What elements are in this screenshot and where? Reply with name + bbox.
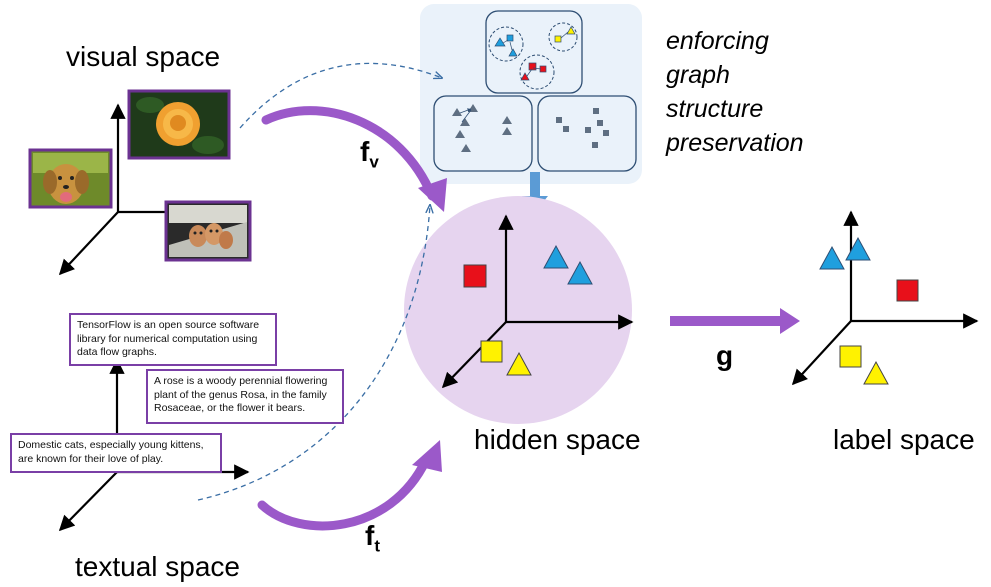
textbox-rose: A rose is a woody perennial flowering pl…	[146, 369, 344, 424]
note-preservation: preservation	[666, 129, 804, 157]
graph-cluster-red	[519, 54, 555, 90]
dashed-arrow-textual	[197, 205, 430, 501]
rose-photo-icon	[127, 89, 231, 160]
note-structure: structure	[666, 95, 764, 123]
hidden-red-square	[463, 264, 487, 288]
visual-space-label: visual space	[66, 41, 221, 72]
graph-right-squares	[556, 108, 609, 148]
label-blue-triangle-1	[819, 245, 845, 270]
label-axes	[791, 210, 979, 386]
ft-label: ft	[365, 520, 380, 556]
textbox-cats: Domestic cats, especially young kittens,…	[10, 433, 222, 473]
label-yellow-triangle	[863, 360, 889, 385]
hidden-yellow-square	[480, 340, 503, 363]
hidden-space-circle	[404, 196, 632, 424]
note-graph: graph	[666, 61, 730, 89]
textbox-tensorflow: TensorFlow is an open source software li…	[69, 313, 277, 366]
graph-structure-panel	[420, 4, 642, 184]
label-red-square	[896, 279, 919, 302]
fv-arrow-head	[418, 178, 447, 212]
ft-arrow-head	[412, 440, 442, 472]
ft-arrow	[257, 455, 431, 531]
hidden-yellow-triangle	[506, 351, 532, 376]
graph-cluster-yellow	[548, 22, 578, 52]
g-arrow	[670, 308, 800, 334]
hidden-blue-triangle-1	[543, 244, 569, 269]
hidden-space-label: hidden space	[474, 424, 641, 455]
fv-label: fv	[360, 136, 379, 172]
graph-left-triangles	[452, 104, 512, 152]
hidden-blue-triangle-2	[567, 260, 593, 285]
cluster-box-right	[537, 95, 637, 172]
hidden-axes	[441, 214, 634, 389]
eggs-photo-icon	[164, 200, 252, 262]
note-enforcing: enforcing	[666, 27, 769, 55]
label-blue-triangle-2	[845, 236, 871, 261]
label-yellow-square	[839, 345, 862, 368]
cluster-box-left	[433, 95, 533, 172]
graph-cluster-blue	[488, 26, 524, 62]
textual-space-label: textual space	[75, 551, 240, 582]
label-space-label: label space	[833, 424, 975, 455]
cluster-box-top	[485, 10, 583, 94]
dog-photo-icon	[28, 148, 113, 209]
g-label: g	[716, 340, 734, 371]
fv-arrow	[261, 106, 437, 201]
